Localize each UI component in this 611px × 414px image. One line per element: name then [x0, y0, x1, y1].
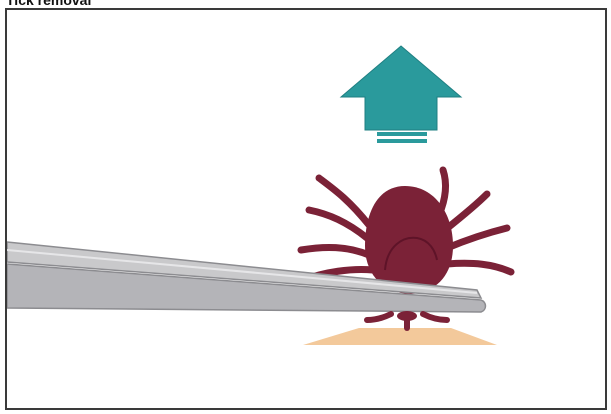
tick-legs-left: [301, 178, 373, 280]
figure-caption: Tick removal: [6, 0, 91, 8]
tick-removal-illustration: [7, 10, 605, 408]
arrow-head: [341, 46, 461, 130]
tick-head: [397, 311, 417, 321]
arrow-bar-lower: [377, 139, 427, 143]
arrow-bar-upper: [377, 132, 427, 136]
up-arrow-icon: [341, 46, 461, 143]
skin-surface: [303, 328, 497, 345]
illustration-frame: [5, 8, 607, 410]
